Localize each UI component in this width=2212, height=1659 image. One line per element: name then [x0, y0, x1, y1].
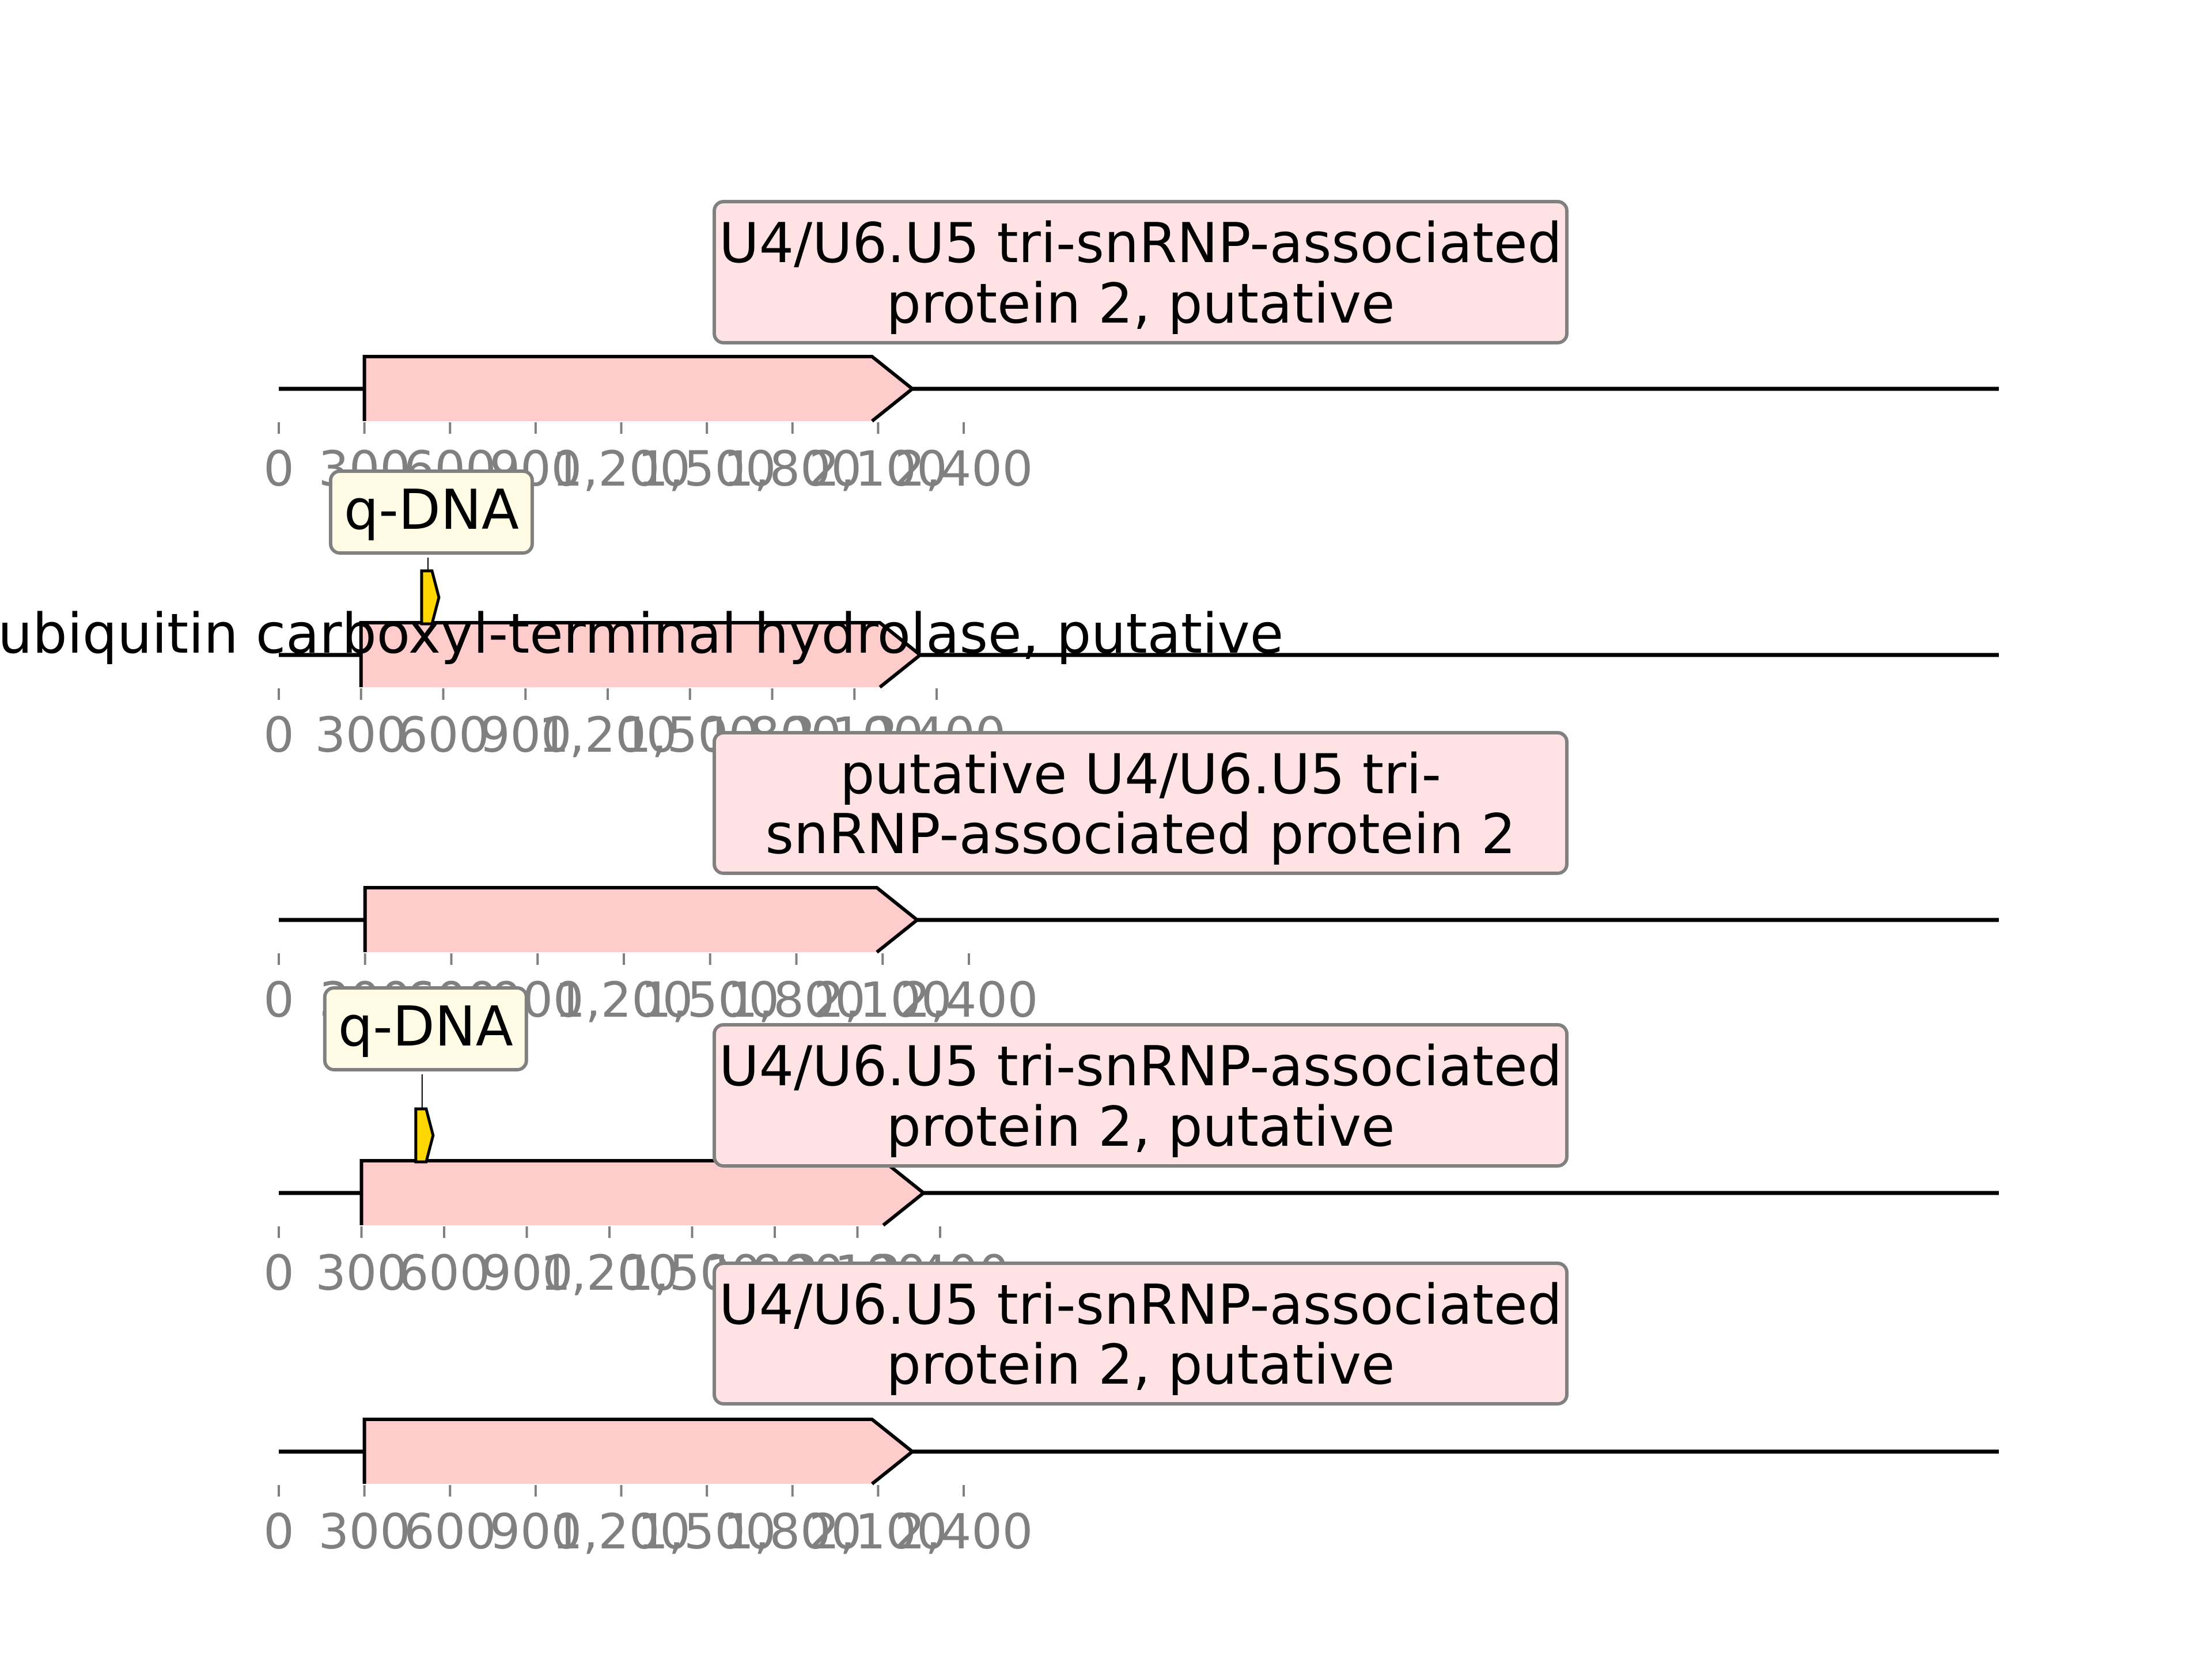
- axis-tick-label: 2,400: [895, 441, 1033, 497]
- axis-tick-label: 0: [263, 972, 294, 1028]
- motif-feature[interactable]: q-DNA: [323, 986, 528, 1164]
- gene-label-line: snRNP-associated protein 2: [766, 803, 1516, 866]
- axis-tick-label: 1,500: [641, 972, 779, 1028]
- gene-arrow: [364, 357, 912, 421]
- axis-tick-label: 1,200: [540, 1245, 679, 1301]
- gene-arrow-outline: [363, 886, 920, 954]
- gene-label-box: [713, 1262, 1569, 1406]
- gene-label-line: protein 2, putative: [886, 272, 1395, 336]
- gene-label-line: U4/U6.U5 tri-snRNP-associated: [719, 1035, 1562, 1099]
- axis-tick-label: 1,200: [539, 707, 677, 763]
- axis-tick-label: 0: [263, 1503, 294, 1560]
- axis-tick-label: 2,400: [900, 972, 1038, 1028]
- axis-tick-label: 0: [263, 1245, 294, 1301]
- axis-tick-label: 2,100: [809, 1503, 947, 1560]
- motif-feature[interactable]: q-DNA: [328, 469, 534, 626]
- gene-arrow: [364, 1419, 912, 1484]
- gene-arrow: [365, 888, 918, 952]
- axis-tick-label: 600: [398, 1245, 490, 1301]
- motif-arrow: [414, 1107, 435, 1164]
- track-2: 03006009001,2001,5001,8002,1002,400ubiqu…: [0, 469, 1999, 763]
- gene-label-box: [713, 200, 1569, 344]
- track-4: 03006009001,2001,5001,8002,1002,400U4/U6…: [263, 986, 1999, 1301]
- gene-feature[interactable]: ubiquitin carboxyl-terminal hydrolase, p…: [0, 603, 1283, 689]
- axis-tick-label: 1,500: [638, 441, 776, 497]
- gene-arrow-outline: [362, 1418, 915, 1486]
- axis-tick-label: 900: [479, 707, 571, 763]
- axis-tick-label: 1,500: [638, 1503, 776, 1560]
- gene-arrow: [361, 1161, 924, 1225]
- gene-label-line: U4/U6.U5 tri-snRNP-associated: [719, 1274, 1562, 1337]
- motif-label-box: [323, 986, 528, 1071]
- axis-tick-label: 0: [263, 707, 294, 763]
- axis-tick-label: 1,800: [727, 972, 865, 1028]
- axis-tick-label: 600: [397, 707, 489, 763]
- motif-label-box: [328, 469, 534, 555]
- gene-label-line: protein 2, putative: [886, 1334, 1395, 1397]
- motif-label: q-DNA: [338, 995, 513, 1059]
- motif-arrow: [420, 569, 441, 626]
- axis-tick-label: 0: [263, 441, 294, 497]
- gene-label-line: putative U4/U6.U5 tri-: [840, 743, 1441, 806]
- gene-label: ubiquitin carboxyl-terminal hydrolase, p…: [0, 603, 1283, 666]
- gene-label-line: protein 2, putative: [886, 1096, 1395, 1159]
- axis-tick-label: 300: [318, 1503, 410, 1560]
- axis-tick-label: 900: [480, 1245, 573, 1301]
- gene-arrow-outline: [362, 355, 915, 423]
- track-3: 03006009001,2001,5001,8002,1002,400putat…: [263, 731, 1999, 1028]
- axis-tick-label: 1,800: [724, 1503, 862, 1560]
- motif-label: q-DNA: [344, 479, 519, 542]
- axis-tick-label: 600: [404, 1503, 496, 1560]
- axis-tick-label: 300: [315, 1245, 407, 1301]
- axis-tick-label: 2,400: [895, 1503, 1033, 1560]
- gene-arrow-outline: [359, 621, 923, 689]
- axis-tick-label: 900: [490, 1503, 582, 1560]
- gene-label-box: [713, 1023, 1569, 1168]
- axis-tick-label: 1,200: [555, 972, 693, 1028]
- axis-tick-label: 2,100: [809, 441, 947, 497]
- axis-tick-label: 1,200: [552, 441, 690, 497]
- axis-tick-label: 1,800: [724, 441, 862, 497]
- gene-feature[interactable]: putative U4/U6.U5 tri-snRNP-associated p…: [363, 731, 1569, 954]
- axis-tick-label: 300: [315, 707, 407, 763]
- gene-label-line: U4/U6.U5 tri-snRNP-associated: [719, 212, 1562, 275]
- gene-arrow: [361, 623, 921, 687]
- axis-tick-label: 2,100: [813, 972, 952, 1028]
- gene-label-box: [713, 731, 1569, 875]
- axis-tick-label: 1,200: [552, 1503, 690, 1560]
